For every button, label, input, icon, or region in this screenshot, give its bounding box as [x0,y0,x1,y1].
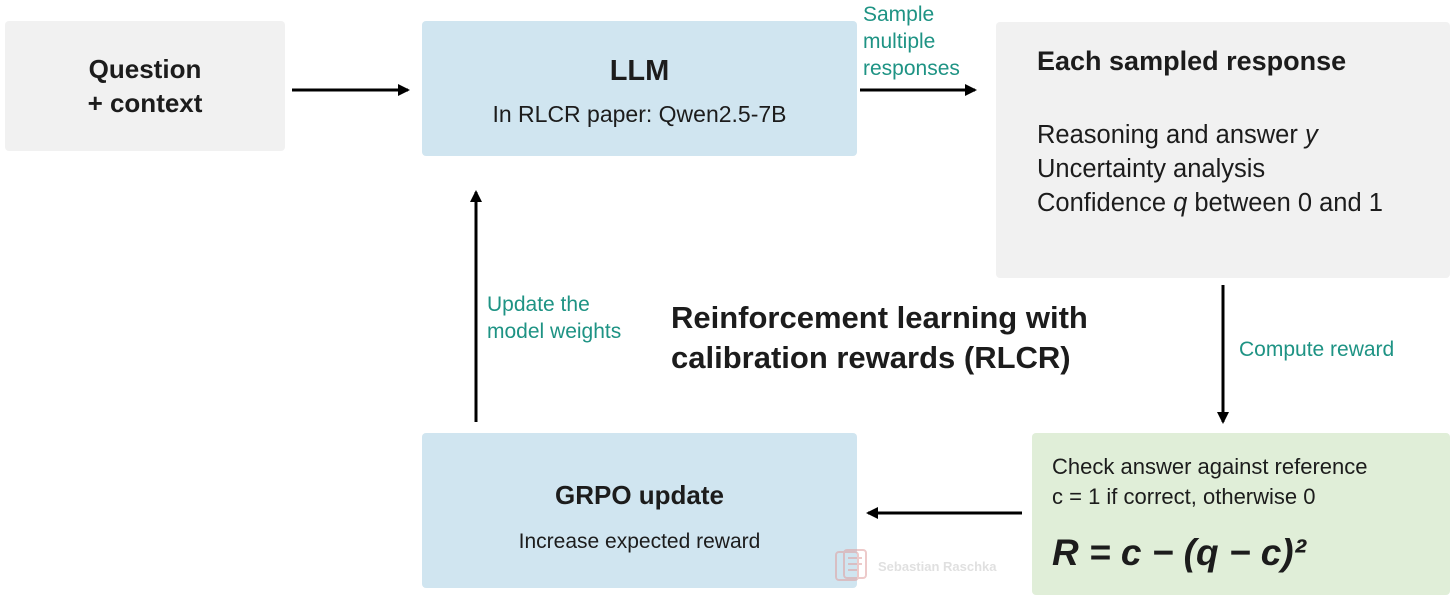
reward-check-line: Check answer against reference [1052,454,1368,479]
sample-label-line-1: Sample [863,3,935,26]
confidence-variable: q [1173,189,1188,217]
llm-title: LLM [609,55,670,87]
diagram-title-line-1: Reinforcement learning with [671,300,1088,335]
response-line-uncertainty: Uncertainty analysis [1037,155,1266,183]
reasoning-prefix: Reasoning and answer [1037,121,1305,149]
grpo-subtitle: Increase expected reward [518,530,761,553]
question-line-2: + context [87,88,203,118]
sampled-response-box: Each sampled response Reasoning and answ… [996,22,1450,278]
confidence-suffix: between 0 and 1 [1187,189,1383,217]
response-title: Each sampled response [1037,46,1347,76]
reward-correctness-line: c = 1 if correct, otherwise 0 [1052,484,1316,509]
logo-icon [835,549,867,581]
diagram-title: Reinforcement learning with calibration … [671,298,1088,378]
reward-box: Check answer against reference c = 1 if … [1032,433,1450,595]
confidence-prefix: Confidence [1037,189,1174,217]
update-weights-label: Update the model weights [487,291,621,345]
watermark: Sebastian Raschka [834,548,997,584]
diagram-title-line-2: calibration rewards (RLCR) [671,340,1071,375]
grpo-update-box: GRPO update Increase expected reward [422,433,857,588]
update-label-line-1: Update the [487,293,590,316]
response-line-confidence: Confidence q between 0 and 1 [1037,186,1383,220]
response-line-reasoning: Reasoning and answer y [1037,118,1383,152]
question-line-1: Question [88,54,202,84]
question-context-box: Question + context [5,21,285,151]
sample-responses-label: Sample multiple responses [863,1,960,82]
watermark-text: Sebastian Raschka [878,558,997,574]
answer-variable: y [1304,121,1318,149]
llm-subtitle: In RLCR paper: Qwen2.5-7B [492,101,787,127]
grpo-title: GRPO update [554,480,724,510]
sample-label-line-3: responses [863,57,960,80]
compute-reward-label: Compute reward [1239,338,1395,361]
llm-box: LLM In RLCR paper: Qwen2.5-7B [422,21,857,156]
sample-label-line-2: multiple [863,30,936,53]
response-lines: Reasoning and answer y Uncertainty analy… [1037,118,1383,220]
reward-formula: R = c − (q − c)² [1052,532,1306,573]
update-label-line-2: model weights [487,320,622,343]
